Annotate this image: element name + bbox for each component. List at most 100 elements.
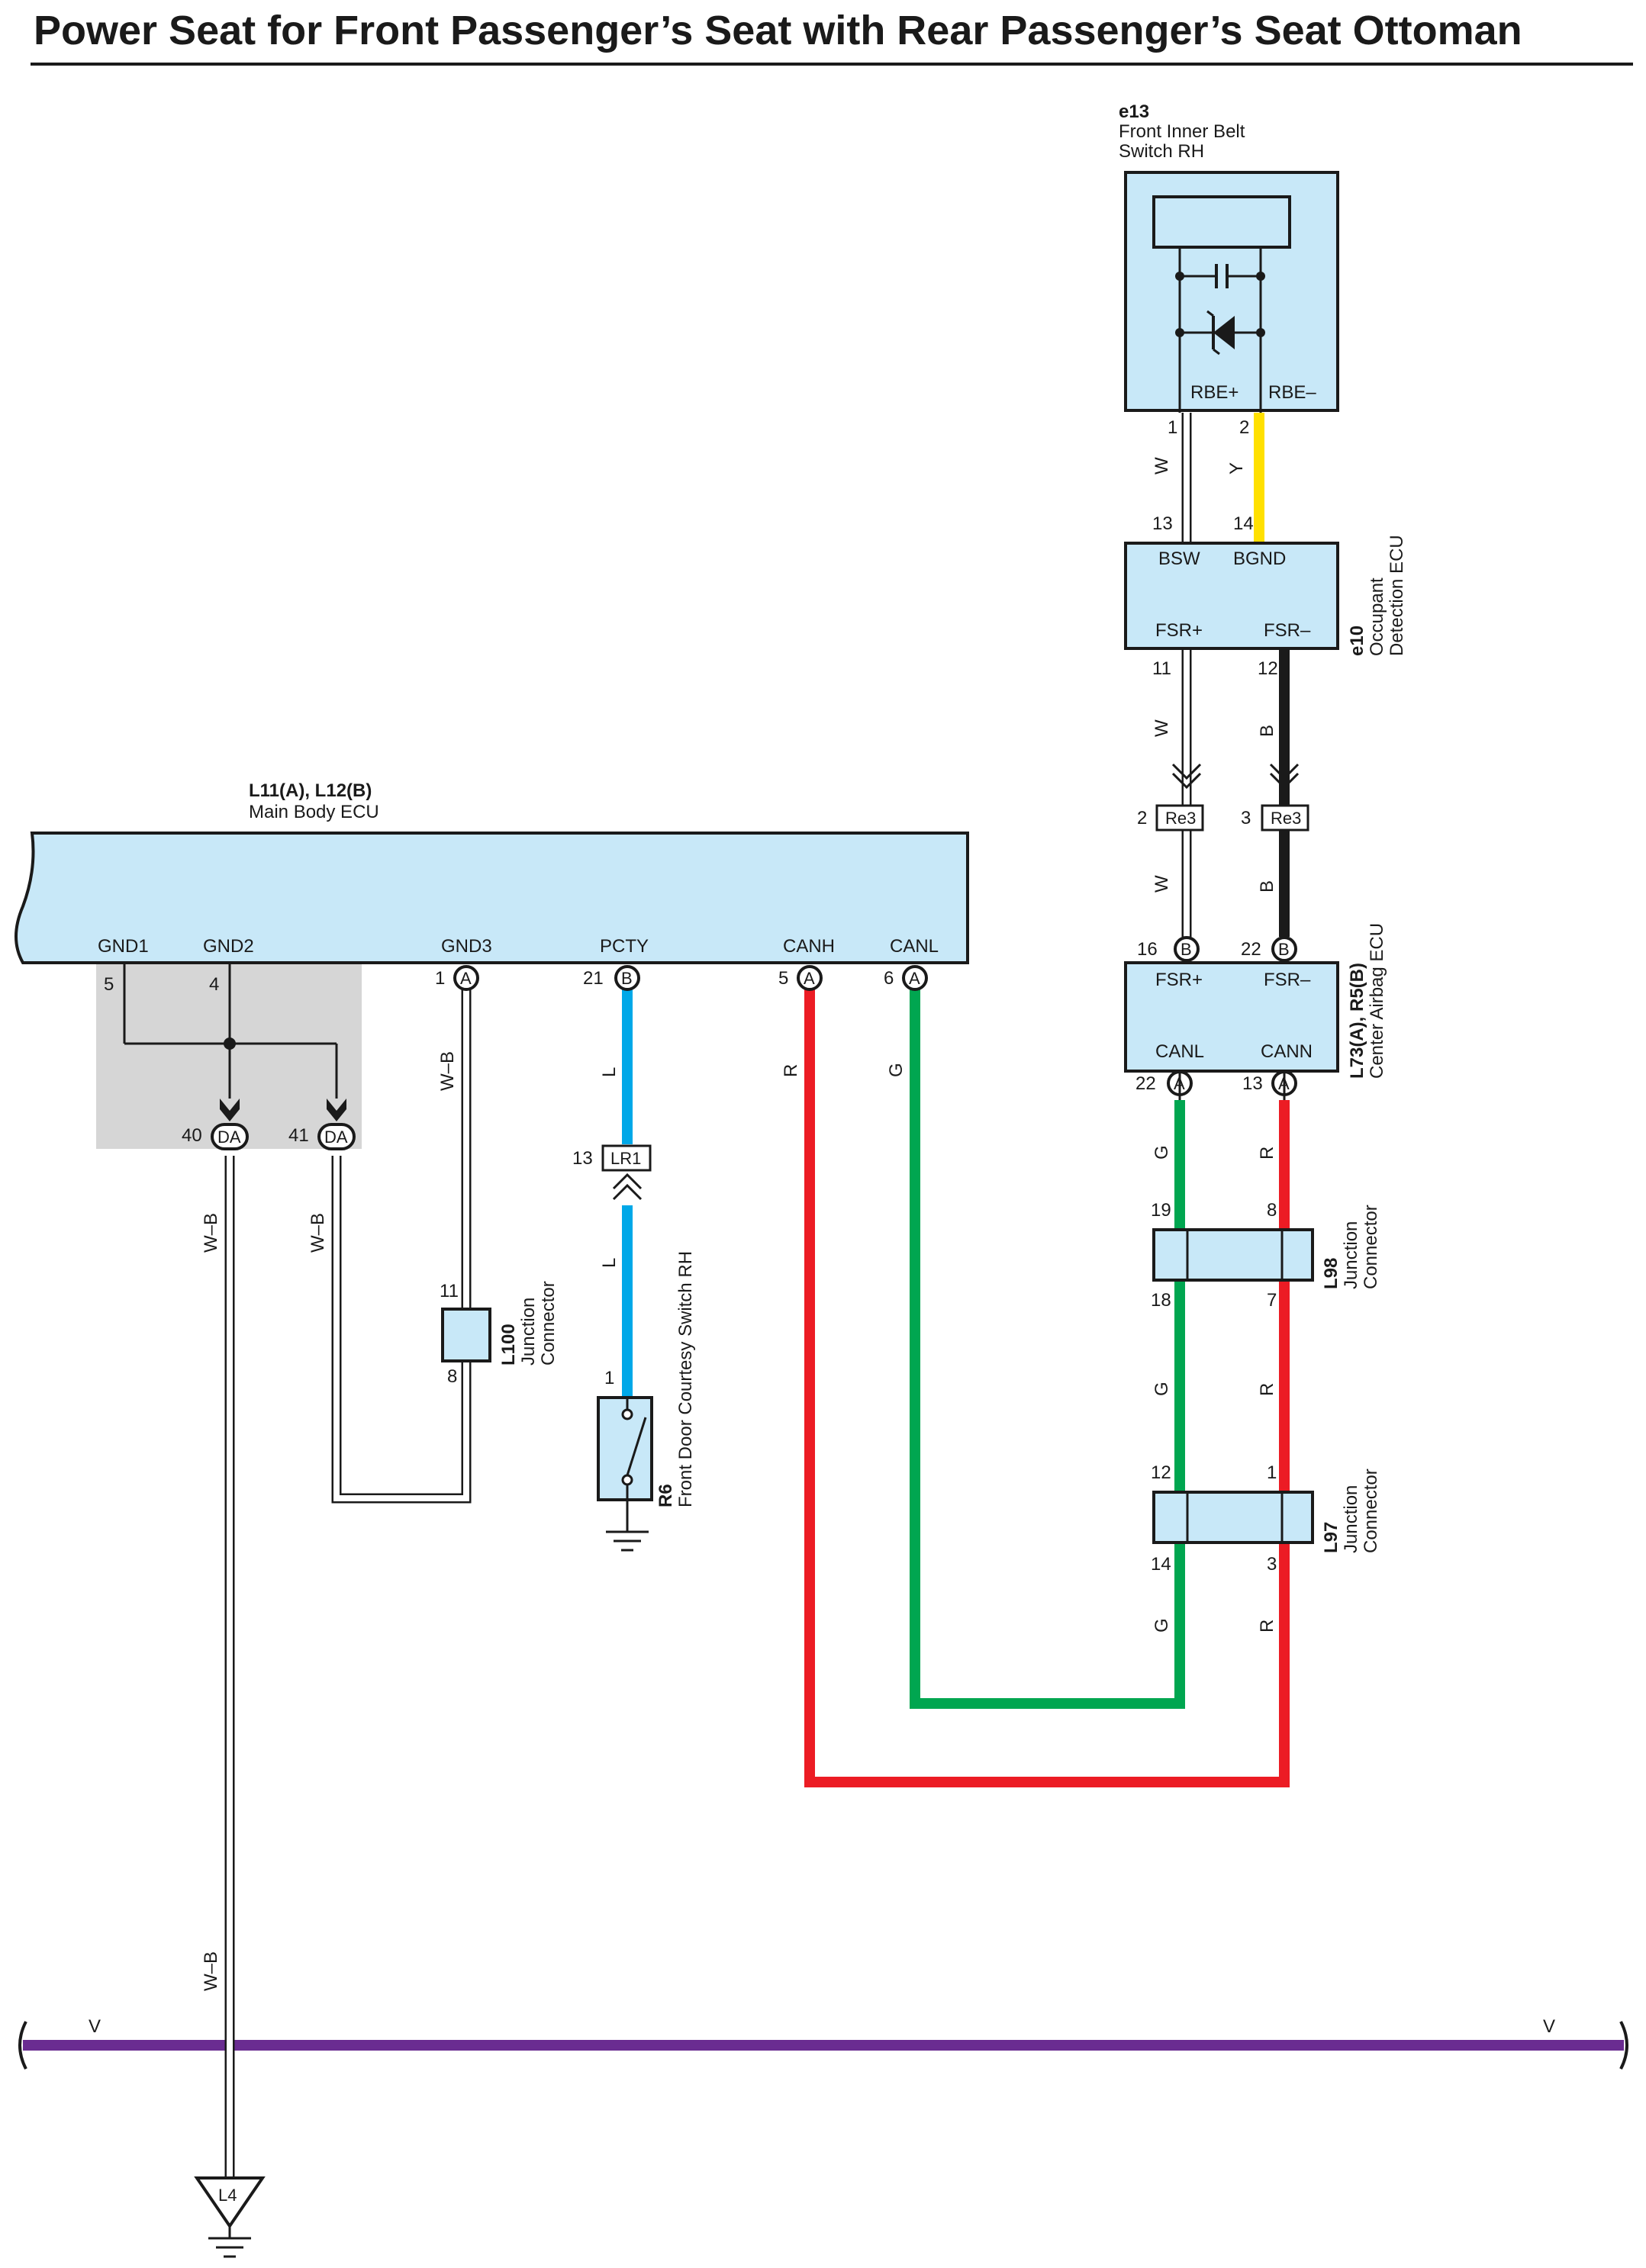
l97-pin-14: 14 bbox=[1151, 1554, 1171, 1575]
e13-buckle-sensor bbox=[1152, 195, 1291, 249]
l98-junction-box bbox=[1152, 1228, 1314, 1282]
wire-color-g-1: G bbox=[1152, 1145, 1172, 1160]
wire-color-w-1: W bbox=[1152, 457, 1172, 475]
l100-pin-11: 11 bbox=[440, 1281, 459, 1301]
da-arrow-icons bbox=[220, 1099, 346, 1121]
da-left-code: DA bbox=[217, 1128, 241, 1147]
l97-name-1: Junction bbox=[1341, 1485, 1361, 1553]
wire-color-l-1: L bbox=[599, 1067, 620, 1077]
wire-color-wb-1: W–B bbox=[201, 1213, 221, 1253]
e13-node bbox=[1175, 272, 1184, 281]
da-pin-41: 41 bbox=[288, 1125, 309, 1146]
l73-ecu-box bbox=[1124, 961, 1339, 1073]
l98-code: L98 bbox=[1321, 1258, 1342, 1289]
wire-color-y: Y bbox=[1226, 462, 1247, 475]
re3-connector-right: Re3 bbox=[1261, 763, 1309, 832]
main-ecu-conn-b-pcty bbox=[614, 965, 640, 991]
e10-pin-12: 12 bbox=[1258, 658, 1278, 679]
l98-name-1: Junction bbox=[1341, 1221, 1361, 1289]
l97-junction-box bbox=[1152, 1491, 1314, 1544]
l73-term-fsr-plus: FSR+ bbox=[1155, 970, 1203, 990]
main-ecu-term-pcty: PCTY bbox=[600, 936, 649, 957]
l73-conn-b-left bbox=[1174, 936, 1200, 962]
e13-diode-icon bbox=[1213, 316, 1235, 349]
main-ecu-box bbox=[14, 832, 969, 964]
l100-pin-8: 8 bbox=[447, 1366, 457, 1387]
splice-point bbox=[224, 1037, 236, 1050]
e13-pin-2: 2 bbox=[1239, 417, 1249, 438]
main-ecu-term-canl: CANL bbox=[890, 936, 939, 957]
wire-color-wb-3: W–B bbox=[437, 1051, 458, 1091]
l98-pin-18: 18 bbox=[1151, 1290, 1171, 1311]
l97-pin-12: 12 bbox=[1151, 1462, 1171, 1483]
wire-color-r-3: R bbox=[1257, 1620, 1277, 1633]
main-ecu-conn-a-gnd3-label: A bbox=[460, 969, 472, 988]
e10-term-fsr-plus: FSR+ bbox=[1155, 620, 1203, 641]
r6-name: Front Door Courtesy Switch RH bbox=[675, 1251, 696, 1507]
e10-name-2: Detection ECU bbox=[1387, 535, 1407, 656]
e10-term-bgnd: BGND bbox=[1233, 549, 1286, 569]
wire-color-v-left: V bbox=[89, 2016, 101, 2037]
wire-color-g-4: G bbox=[886, 1063, 907, 1077]
l73-conn-b-right-label: B bbox=[1278, 940, 1290, 959]
wire-color-b-2: B bbox=[1257, 880, 1277, 893]
l100-name-1: Junction bbox=[518, 1298, 539, 1366]
e10-pin-14: 14 bbox=[1233, 513, 1254, 534]
l73-name: Center Airbag ECU bbox=[1367, 923, 1387, 1079]
main-ecu-term-gnd2: GND2 bbox=[203, 936, 254, 957]
l73-pin-22b: 22 bbox=[1241, 939, 1261, 960]
e13-node bbox=[1175, 328, 1184, 337]
e13-term-rbe-plus: RBE+ bbox=[1190, 382, 1239, 403]
e13-pin-1: 1 bbox=[1168, 417, 1177, 438]
l97-name-2: Connector bbox=[1361, 1469, 1381, 1553]
wire-v-bus bbox=[18, 2021, 1628, 2070]
re3-pin-2: 2 bbox=[1137, 808, 1147, 828]
wire-color-g-2: G bbox=[1152, 1382, 1172, 1396]
main-ecu-name: Main Body ECU bbox=[249, 802, 379, 822]
e10-ecu-box bbox=[1124, 542, 1339, 650]
main-ecu-conn-a-canh-label: A bbox=[804, 969, 815, 988]
e10-term-fsr-minus: FSR– bbox=[1264, 620, 1311, 641]
e10-name-1: Occupant bbox=[1367, 577, 1387, 656]
wire-color-b-1: B bbox=[1257, 725, 1277, 737]
r6-switch-icon bbox=[621, 1398, 647, 1532]
l73-pin-22a: 22 bbox=[1135, 1073, 1156, 1094]
l98-pin-19: 19 bbox=[1151, 1200, 1171, 1221]
main-ecu-conn-a-canh bbox=[797, 965, 823, 991]
da-connector-right bbox=[317, 1123, 356, 1150]
main-ecu-pin-5-gnd1: 5 bbox=[104, 974, 114, 995]
main-ecu-conn-a-gnd3 bbox=[453, 965, 479, 991]
da-connector-left bbox=[211, 1123, 249, 1150]
main-ecu-pin-4-gnd2: 4 bbox=[209, 974, 219, 995]
re3-right-code: Re3 bbox=[1271, 809, 1301, 828]
re3-pin-3: 3 bbox=[1241, 808, 1251, 828]
wire-r-can-high bbox=[804, 986, 1290, 1787]
l97-pin-1: 1 bbox=[1267, 1462, 1277, 1483]
main-ecu-conn-a-canl-label: A bbox=[909, 969, 920, 988]
main-ecu-term-gnd3: GND3 bbox=[441, 936, 492, 957]
e13-name-2: Switch RH bbox=[1119, 141, 1204, 162]
wire-color-l-2: L bbox=[599, 1258, 620, 1268]
l98-pin-8: 8 bbox=[1267, 1200, 1277, 1221]
l73-conn-b-right bbox=[1271, 936, 1297, 962]
l73-pin-13a: 13 bbox=[1242, 1073, 1263, 1094]
l73-term-cann: CANN bbox=[1261, 1041, 1313, 1062]
wire-color-r-4: R bbox=[781, 1064, 801, 1077]
da-right-code: DA bbox=[324, 1128, 348, 1147]
main-ecu-term-gnd1: GND1 bbox=[98, 936, 149, 957]
main-ecu-pin-1-gnd3: 1 bbox=[435, 968, 445, 989]
lr1-pin-13: 13 bbox=[572, 1148, 593, 1169]
main-ecu-conn-a-canl bbox=[902, 965, 928, 991]
l73-conn-b-left-label: B bbox=[1181, 940, 1192, 959]
r6-ground-icon bbox=[606, 1530, 649, 1552]
lr1-arrow-icon bbox=[612, 1173, 643, 1201]
l73-term-fsr-minus: FSR– bbox=[1264, 970, 1311, 990]
da-pin-40: 40 bbox=[182, 1125, 202, 1146]
wire-wb-l100-da41 bbox=[331, 1156, 472, 1504]
main-ecu-pin-21-pcty: 21 bbox=[583, 968, 604, 989]
e10-pin-11: 11 bbox=[1152, 658, 1171, 679]
l100-code: L100 bbox=[498, 1324, 519, 1366]
wire-color-w-3: W bbox=[1152, 875, 1172, 893]
l73-pin-16: 16 bbox=[1137, 939, 1158, 960]
